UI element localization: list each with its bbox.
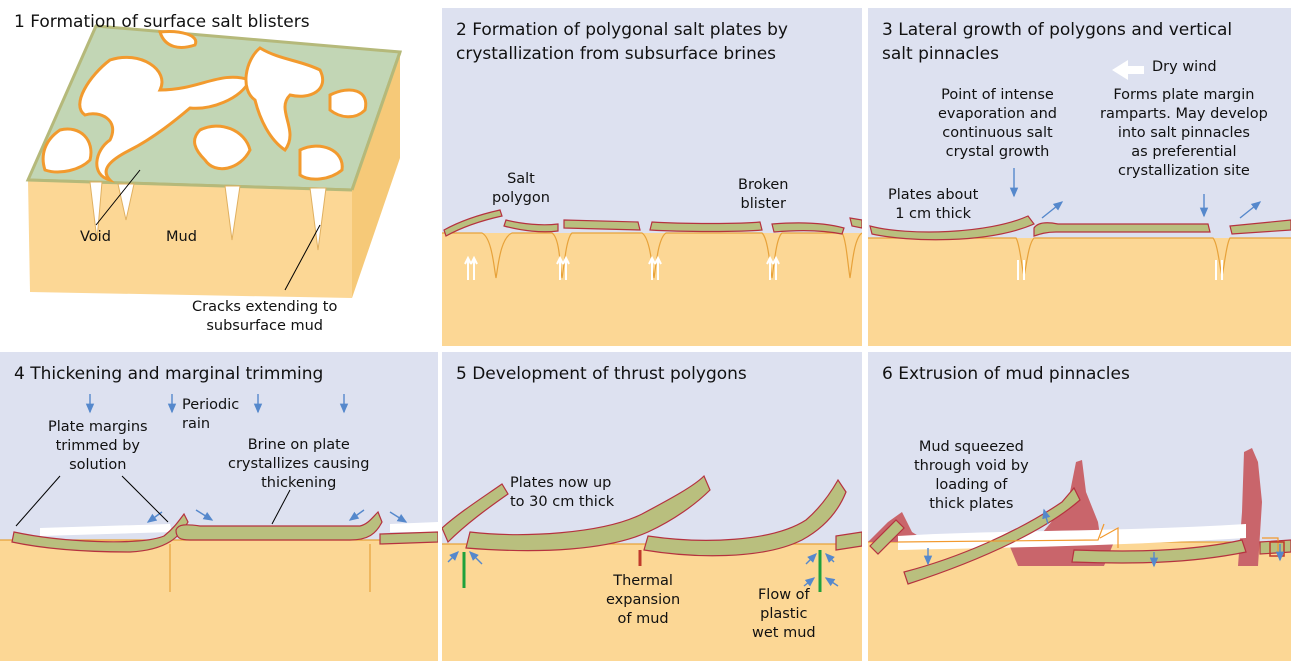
panel-title: 6 Extrusion of mud pinnacles	[882, 362, 1130, 386]
plates-thickness-label: Plates about 1 cm thick	[888, 186, 978, 224]
panel-title: 2 Formation of polygonal salt plates by …	[456, 18, 788, 66]
panel-6-mud-pinnacles: 6 Extrusion of mud pinnacles Mud squeeze…	[868, 352, 1291, 661]
salt-plates	[444, 210, 862, 236]
panel-title: 1 Formation of surface salt blisters	[14, 10, 310, 34]
panel-2-polygonal-salt-plates: 2 Formation of polygonal salt plates by …	[442, 8, 862, 346]
ramparts-label: Forms plate margin ramparts. May develop…	[1100, 86, 1268, 181]
cracks-label: Cracks extending to subsurface mud	[192, 298, 337, 336]
plate-margins-label: Plate margins trimmed by solution	[48, 418, 148, 475]
flow-of-mud-label: Flow of plastic wet mud	[752, 586, 816, 643]
panel-title: 4 Thickening and marginal trimming	[14, 362, 323, 386]
panel-1-surface-salt-blisters: 1 Formation of surface salt blisters Voi…	[0, 0, 438, 345]
panel-4-thickening-trimming: 4 Thickening and marginal trimming Perio…	[0, 352, 438, 661]
plates-thickness-label: Plates now up to 30 cm thick	[510, 474, 614, 512]
thermal-expansion-label: Thermal expansion of mud	[606, 572, 680, 629]
mud-squeezed-label: Mud squeezed through void by loading of …	[914, 438, 1029, 514]
mud-label: Mud	[166, 228, 197, 247]
void-label: Void	[80, 228, 111, 247]
block-diagram	[0, 0, 438, 345]
broken-blister-label: Broken blister	[738, 176, 788, 214]
salt-polygon-label: Salt polygon	[492, 170, 550, 208]
brine-label: Brine on plate crystallizes causing thic…	[228, 436, 369, 493]
panel-3-lateral-growth: 3 Lateral growth of polygons and vertica…	[868, 8, 1291, 346]
dry-wind-label: Dry wind	[1152, 58, 1217, 77]
panel-title: 5 Development of thrust polygons	[456, 362, 747, 386]
evaporation-label: Point of intense evaporation and continu…	[938, 86, 1057, 162]
periodic-rain-label: Periodic rain	[182, 396, 239, 434]
panel-5-thrust-polygons: 5 Development of thrust polygons Plates …	[442, 352, 862, 661]
